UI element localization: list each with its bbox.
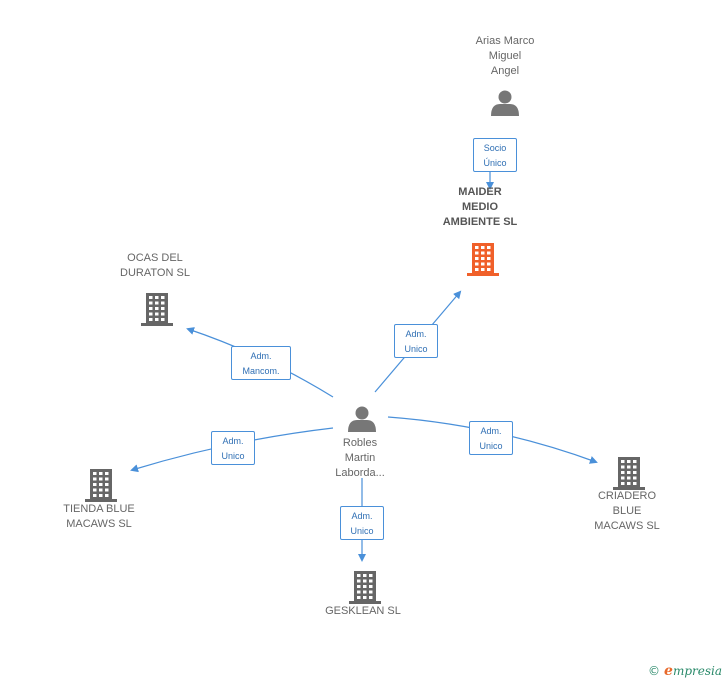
building-icon-criadero[interactable] (613, 457, 645, 490)
brand-logo: ©empresia (648, 663, 722, 679)
edge-label-arias-maider[interactable]: Socio Único (473, 138, 517, 172)
person-icon-robles[interactable] (348, 406, 376, 433)
node-label-criadero[interactable]: CRIADERO BLUE MACAWS SL (594, 490, 660, 532)
brand-name: mpresia (672, 664, 722, 678)
edge-label-robles-maider[interactable]: Adm. Unico (394, 324, 438, 358)
node-label-robles[interactable]: Robles Martin Laborda... (335, 437, 385, 479)
node-label-arias[interactable]: Arias Marco Miguel Angel (475, 35, 535, 77)
person-icon-arias[interactable] (491, 90, 519, 117)
node-label-tienda[interactable]: TIENDA BLUE MACAWS SL (63, 503, 135, 530)
building-icon-maider[interactable] (467, 243, 499, 276)
edge-label-robles-gesklean[interactable]: Adm. Unico (340, 506, 384, 540)
node-label-ocas[interactable]: OCAS DEL DURATON SL (120, 252, 190, 279)
building-icon-ocas[interactable] (141, 293, 173, 326)
building-icon-gesklean[interactable] (349, 571, 381, 604)
copyright-symbol: © (648, 664, 661, 678)
node-label-gesklean[interactable]: GESKLEAN SL (325, 605, 401, 617)
edge-label-robles-ocas[interactable]: Adm. Mancom. (231, 346, 291, 380)
node-label-maider[interactable]: MAIDER MEDIO AMBIENTE SL (442, 186, 518, 228)
brand-initial: e (664, 663, 673, 679)
edge-label-robles-tienda[interactable]: Adm. Unico (211, 431, 255, 465)
building-icon-tienda[interactable] (85, 469, 117, 502)
edge-label-robles-criadero[interactable]: Adm. Unico (469, 421, 513, 455)
